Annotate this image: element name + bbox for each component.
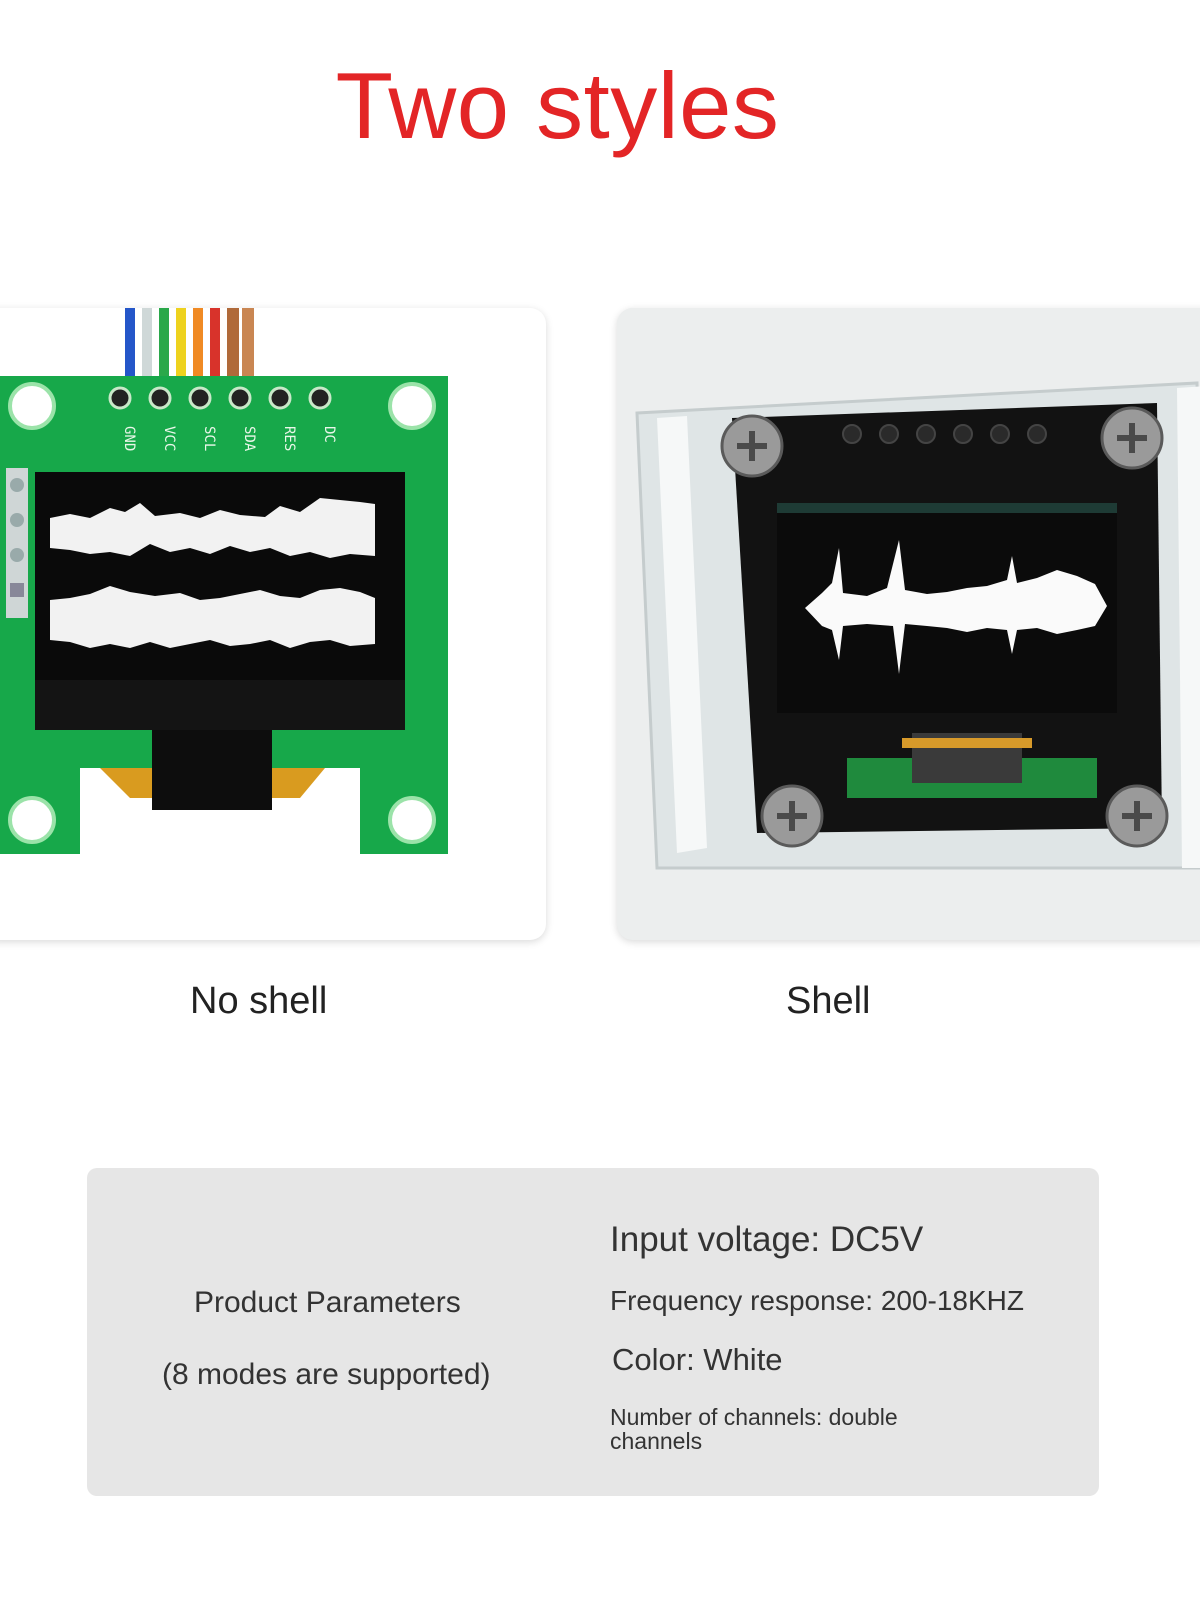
mount-hole: [8, 382, 56, 430]
screw-icon: [1105, 784, 1169, 848]
screw-icon: [760, 784, 824, 848]
spec-frequency-response: Frequency response: 200-18KHZ: [610, 1285, 1024, 1316]
caption-no-shell: No shell: [190, 980, 328, 1022]
ribbon-wires: [125, 308, 254, 398]
waveform-single: [805, 540, 1107, 674]
waveform-channel-2: [50, 586, 375, 648]
pin-label: DC: [321, 426, 337, 443]
side-pins: [6, 468, 28, 618]
spec-color: Color: White: [612, 1342, 783, 1377]
oled-module-illustration: GND VCC SCL SDA RES DC: [0, 308, 448, 854]
waveform-channel-1: [50, 498, 375, 558]
pin-label: SCL: [201, 426, 217, 451]
no-shell-photo: GND VCC SCL SDA RES DC: [0, 308, 546, 940]
params-modes: (8 modes are supported): [162, 1358, 491, 1391]
params-heading: Product Parameters: [194, 1286, 461, 1319]
page-title: Two styles: [335, 53, 780, 158]
screw-icon: [720, 414, 784, 478]
pin-label: GND: [121, 426, 137, 451]
header-pins: [108, 386, 332, 410]
pin-label: VCC: [161, 426, 177, 451]
spec-channels: Number of channels: double channels: [610, 1404, 898, 1454]
shell-photo: [617, 308, 1200, 940]
caption-shell: Shell: [786, 980, 871, 1022]
spec-input-voltage: Input voltage: DC5V: [610, 1220, 924, 1259]
screw-icon: [1100, 406, 1164, 470]
pin-label: RES: [281, 426, 297, 451]
product-parameters-panel: Product Parameters (8 modes are supporte…: [87, 1168, 1099, 1496]
mount-hole: [8, 796, 56, 844]
pin-label: SDA: [241, 426, 257, 452]
oled-shell-illustration: [617, 308, 1200, 940]
flex-cable: [152, 730, 272, 810]
mount-hole: [388, 796, 436, 844]
mount-hole: [388, 382, 436, 430]
